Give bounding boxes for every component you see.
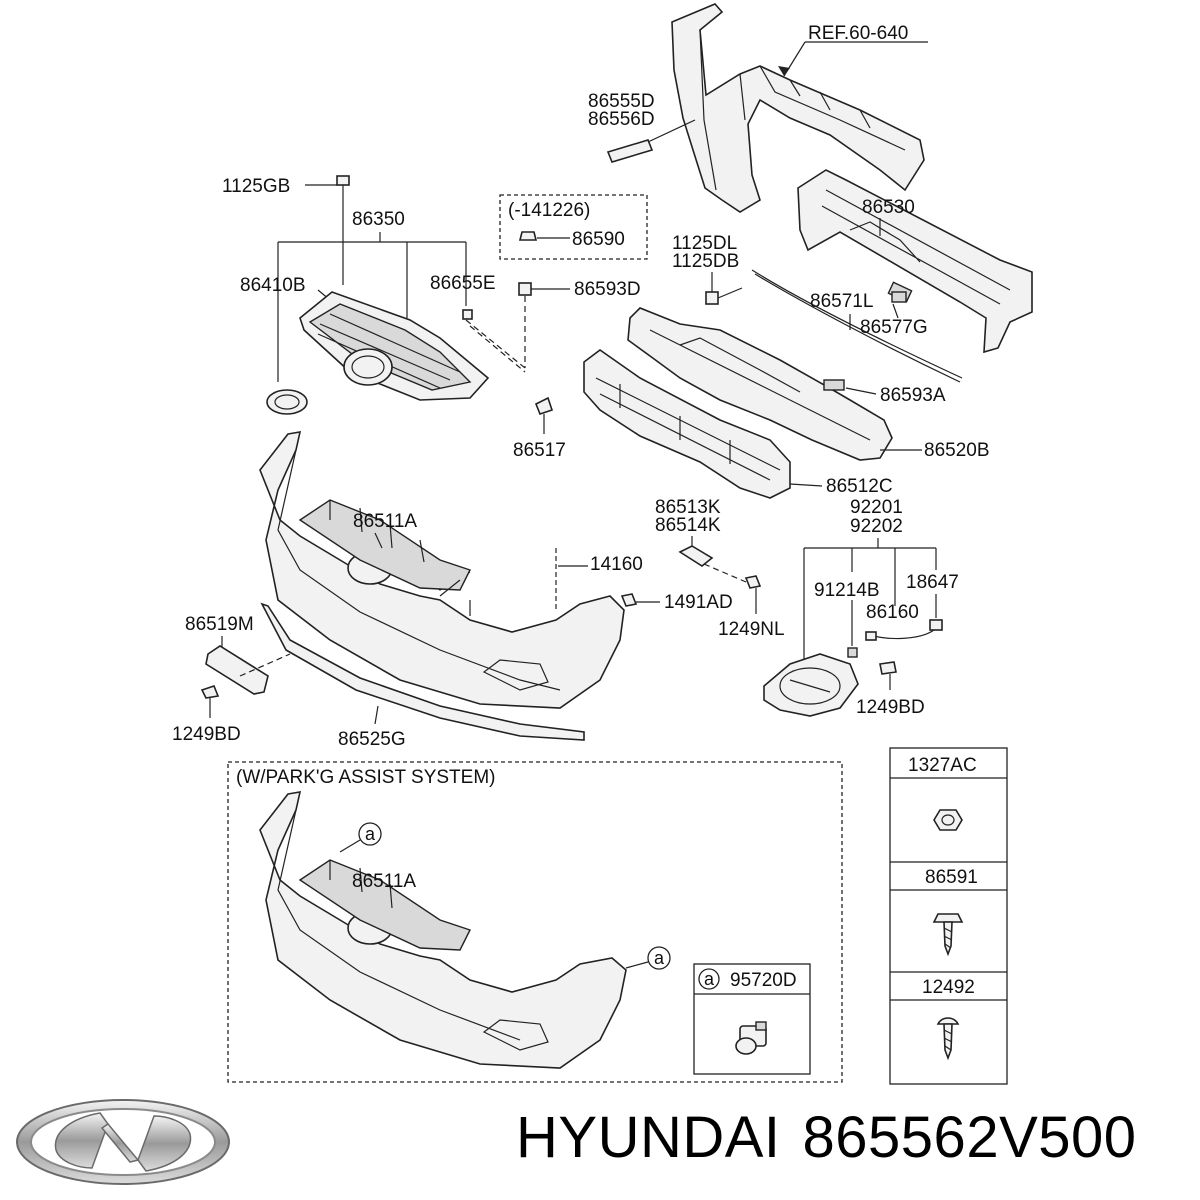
label-86513K: 86513K [655,497,721,518]
label-date-range: (-141226) [508,200,590,221]
label-1249BD-left: 1249BD [172,724,241,745]
label-86160: 86160 [866,602,919,623]
label-86517: 86517 [513,440,566,461]
socket-18647 [865,619,943,641]
grille-86350 [299,291,490,401]
label-86350: 86350 [352,209,405,230]
clip-1491AD [620,593,660,607]
clip-86517 [534,396,554,434]
label-95720D: 95720D [730,970,797,991]
clip-86590 [518,231,570,241]
label-86514K: 86514K [655,515,721,536]
sensor-box [693,963,811,1075]
label-86511A: 86511A [353,511,417,532]
sensor-callout-a [698,968,720,990]
ref-label: REF.60-640 [808,23,908,44]
label-18647: 18647 [906,572,959,593]
label-86571L: 86571L [810,291,873,312]
label-14160: 14160 [590,554,643,575]
label-1125GB: 1125GB [222,176,290,197]
table-label-12492: 12492 [922,977,975,998]
label-86593A: 86593A [880,385,946,406]
label-91214B: 91214B [814,580,880,601]
label-92202: 92202 [850,516,903,537]
label-1249NL: 1249NL [718,619,785,640]
label-86519M: 86519M [185,614,254,635]
ref-leader [783,41,928,77]
clip-86655E [462,309,473,320]
table-label-1327AC: 1327AC [908,755,977,776]
bulb-91214B [847,647,858,658]
plate-bracket-86519M [205,645,291,695]
clip-86593A [823,379,845,391]
label-86655E: 86655E [430,273,496,294]
bolt-1249NL [744,575,762,614]
wire-86571L [751,269,963,379]
bolt-1125DL [705,272,743,305]
absorber-86520B [627,307,893,461]
label-86520B: 86520B [924,440,990,461]
label-86593D: 86593D [574,279,641,300]
clip-86593D [518,282,570,368]
label-86577G: 86577G [860,317,928,338]
bolt-1249BD-right [879,661,897,690]
footer-brand-line: HYUNDAI 865562V500 [516,1104,1159,1171]
bolt-1125GB [336,175,350,285]
label-1491AD: 1491AD [664,592,733,613]
lower-grille-86512C [583,349,791,499]
label-86410B: 86410B [240,275,306,296]
label-1249BD-right: 1249BD [856,697,925,718]
label-park-assist: (W/PARK'G ASSIST SYSTEM) [236,767,495,788]
parking-sensor-95720D [735,1021,767,1055]
lip-86525G [260,602,585,741]
screw-12492 [936,1017,960,1061]
callout-a-right [647,946,671,970]
footer-part-number: 865562V500 [802,1105,1137,1170]
fog-lamp-housing [763,653,859,717]
label-86530: 86530 [862,197,915,218]
label-inset-86511A: 86511A [352,871,416,892]
emblem-86410B [266,389,308,415]
part-86577G [891,291,907,303]
bolt-1249BD-left [200,685,220,718]
inset-bumper-cover [259,791,627,1069]
label-86556D: 86556D [588,109,655,130]
radiator-support-frame [671,3,925,213]
nut-1327AC [933,809,963,831]
bracket-86513K [678,545,747,583]
ref-arrowhead [778,66,790,76]
table-label-86591: 86591 [925,867,978,888]
hyundai-logo [16,1099,230,1185]
label-86590: 86590 [572,229,625,250]
callout-a-left [358,822,382,846]
callout-a-left-text: a [365,824,376,844]
part-14160 [555,548,588,610]
label-92201: 92201 [850,497,903,518]
date-range-box [499,194,648,260]
label-86555D: 86555D [588,91,655,112]
bumper-cover [259,431,625,709]
bracket-86555D [606,119,696,163]
label-86525G: 86525G [338,729,406,750]
sensor-callout-a-text: a [704,969,715,989]
footer-brand: HYUNDAI [516,1105,781,1170]
screw-86591 [932,913,964,957]
label-1125DB: 1125DB [672,251,739,272]
callout-a-right-text: a [654,948,665,968]
label-1125DL: 1125DL [672,233,737,254]
park-assist-inset [227,761,843,1083]
fastener-table [889,747,1008,1085]
label-86512C: 86512C [826,476,893,497]
